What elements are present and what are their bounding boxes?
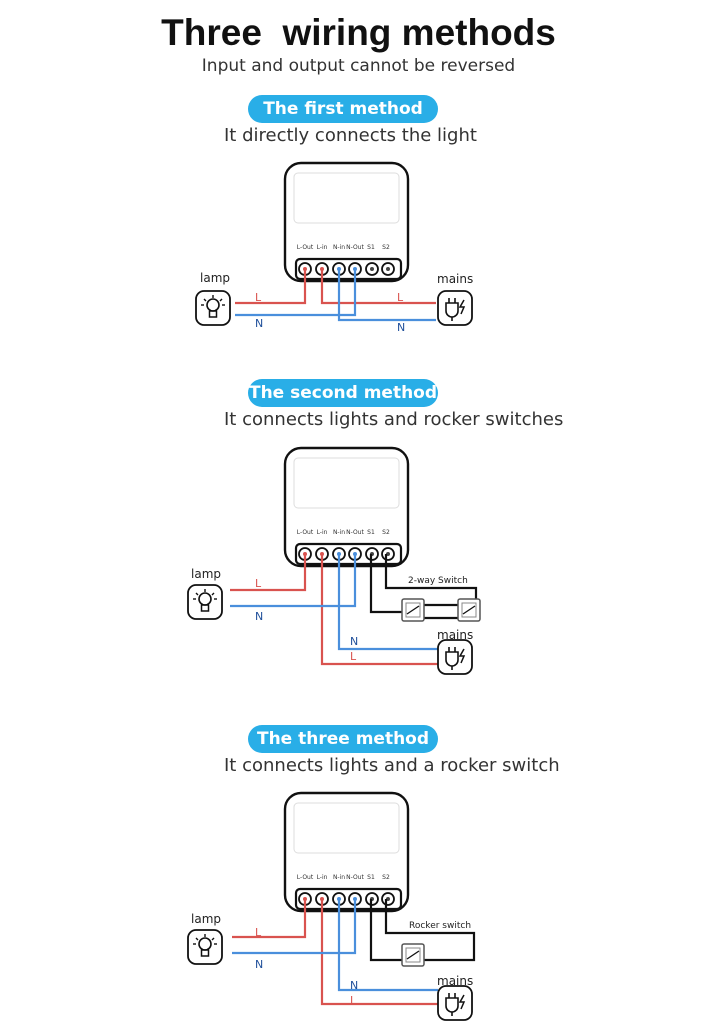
bulb-base [208,310,218,318]
wire-lamp-neutral [235,269,357,317]
plug-icon [445,302,459,318]
method-3-description: It connects lights and a rocker switch [224,755,560,776]
module-face [293,172,400,224]
bolt-icon [458,299,466,315]
mains-label: mains [437,974,473,988]
mains-box [437,985,473,1021]
terminal-label: L-in [317,244,328,251]
wire-lamp-neutral [232,899,357,955]
method-2-pill: The second method [248,379,438,407]
terminal-label: S2 [382,244,390,251]
method-1-description: It directly connects the light [224,125,477,146]
module-face [293,802,400,854]
terminal-label: L-in [317,874,328,881]
switch-contact [462,605,476,615]
wire-lamp-neutral [230,554,357,608]
terminal-label: N-in [333,244,345,251]
wire-s2-switch [384,554,478,605]
terminal-label: L-Out [297,244,314,251]
mains-box [437,639,473,675]
terminal-dot [386,267,390,271]
terminal-label: S1 [367,529,375,536]
switch-label: 2-way Switch [408,576,468,586]
bulb-ray [211,937,215,941]
method-3-pill: The three method [248,725,438,753]
bulb-ray [195,592,199,596]
wire-label: L [350,994,357,1007]
wire-mains-neutral [337,554,438,651]
wire-label: L [397,291,404,304]
terminal-label: S2 [382,529,390,536]
bolt-icon [458,994,466,1010]
terminal-label: S1 [367,874,375,881]
switch-label: Rocker switch [409,921,471,931]
switch-contact [406,605,420,615]
wire-label: N [350,979,358,992]
terminal-label: N-Out [346,244,364,251]
switch-contact [406,950,420,960]
terminal-label: N-Out [346,529,364,536]
bolt-icon [458,648,466,664]
wire-lamp-live [235,269,307,305]
mains-box [437,290,473,326]
wire-label: N [350,635,358,648]
page-subtitle: Input and output cannot be reversed [201,56,516,76]
wire-s2-switch [384,899,476,962]
wire-label: L [255,291,262,304]
mains-label: mains [437,272,473,286]
wire-label: L [350,650,357,663]
wire-label: N [397,321,405,334]
bulb-ray [195,937,199,941]
terminal-label: S2 [382,874,390,881]
lamp-label: lamp [191,567,221,581]
plug-icon [445,651,459,667]
bulb-base [200,604,210,612]
bulb-base [200,949,210,957]
terminal-label: N-in [333,529,345,536]
wire-label: L [255,926,262,939]
terminal-label: L-Out [297,529,314,536]
wire-label: N [255,610,263,623]
wire-label: N [255,958,263,971]
terminal-label: S1 [367,244,375,251]
page-title: Three wiring methods [161,12,556,53]
bulb-ray [219,298,223,302]
wire-label: L [255,577,262,590]
bulb-ray [211,592,215,596]
wire-mains-neutral [337,899,438,992]
lamp-label: lamp [191,912,221,926]
wire-mains-live [320,554,438,666]
wire-mains-live [320,269,436,305]
lamp-label: lamp [200,271,230,285]
bulb-ray [203,298,207,302]
terminal-label: L-in [317,529,328,536]
wire-mains-live [320,899,438,1006]
plug-icon [445,997,459,1013]
method-2-description: It connects lights and rocker switches [224,409,564,430]
wire-lamp-live [230,554,307,592]
wire-s1-switch [369,554,413,614]
terminal-label: N-Out [346,874,364,881]
wire-label: N [255,317,263,330]
terminal-label: L-Out [297,874,314,881]
module-face [293,457,400,509]
terminal-label: N-in [333,874,345,881]
wire-s1-switch [369,899,405,962]
wire-lamp-live [232,899,307,939]
terminal-dot [370,267,374,271]
wire-mains-neutral [337,269,436,322]
mains-label: mains [437,628,473,642]
method-1-pill: The first method [248,95,438,123]
